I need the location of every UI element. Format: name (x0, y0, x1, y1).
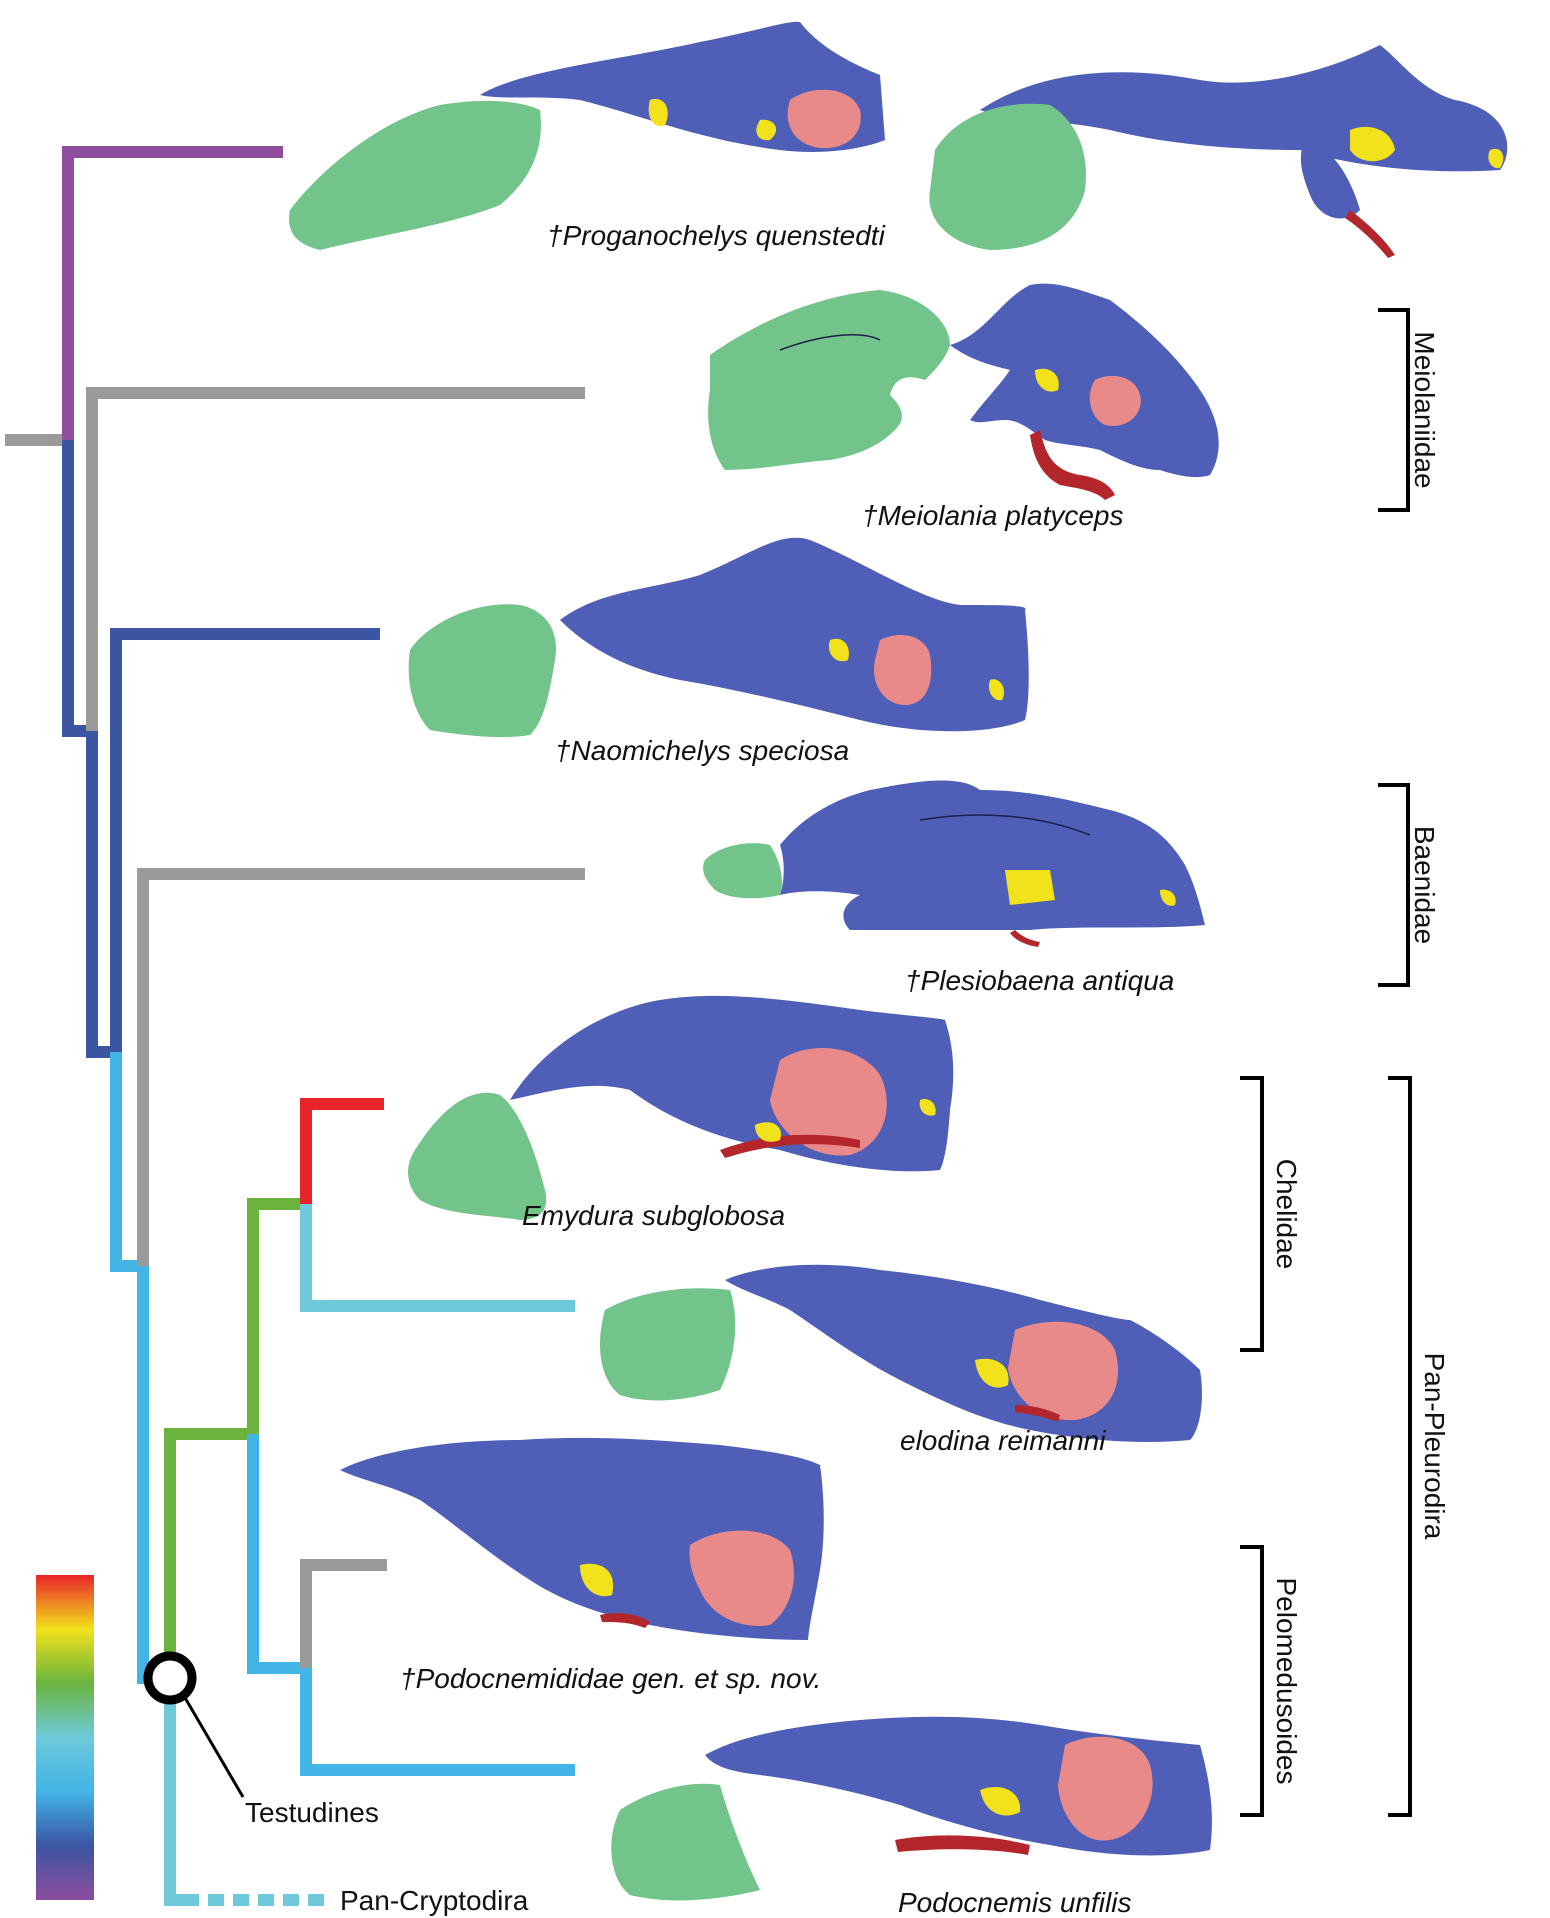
bracket-baenidae: Baenidae (1378, 783, 1440, 987)
specimen-naomichelys (408, 537, 1029, 738)
branch-podocnemidid (300, 1559, 387, 1668)
testudines-pointer (182, 1695, 245, 1798)
clade-baenidae: Baenidae (1409, 826, 1440, 944)
branch-podocnemis (300, 1668, 575, 1776)
bracket-pan-pleurodira: Pan-Pleurodira (1388, 1076, 1450, 1817)
clade-pan-pleurodira: Pan-Pleurodira (1419, 1353, 1450, 1540)
branch-core-turtles (62, 440, 92, 737)
specimen-plesiobaena (703, 780, 1205, 947)
bracket-meiolaniidae: Meiolaniidae (1378, 308, 1440, 512)
taxon-plesiobaena: †Plesiobaena antiqua (905, 965, 1174, 996)
branch-internal-a (86, 731, 116, 1058)
bracket-chelidae: Chelidae (1240, 1076, 1302, 1352)
testudines-node-circle (143, 1651, 197, 1705)
clade-meiolaniidae: Meiolaniidae (1409, 331, 1440, 488)
pan-cryptodira-label: Pan-Cryptodira (340, 1885, 529, 1916)
branch-meiolania (86, 387, 585, 731)
branch-pleurodira (164, 1198, 306, 1678)
phylogenetic-tree (5, 146, 585, 1906)
taxon-meiolania: †Meiolania platyceps (862, 500, 1124, 531)
color-scale-bar (36, 1575, 94, 1900)
testudines-node: Testudines (143, 1651, 379, 1828)
branch-naomichelys (110, 628, 380, 1052)
specimen-emydura (408, 995, 954, 1220)
clade-pelomedusoides: Pelomedusoides (1271, 1577, 1302, 1784)
branch-plesiobaena (137, 868, 585, 1266)
branch-elseya (300, 1204, 575, 1312)
clade-chelidae: Chelidae (1271, 1159, 1302, 1270)
specimen-elseya (600, 1264, 1202, 1442)
specimen-podocnemidid (340, 1437, 824, 1640)
branch-pelomedusoides (247, 1434, 306, 1674)
bracket-line-chelidae (1240, 1076, 1264, 1352)
branch-emydura (300, 1098, 384, 1204)
testudines-label: Testudines (245, 1797, 379, 1828)
taxon-emydura: Emydura subglobosa (522, 1200, 785, 1231)
taxon-podocnemis: Podocnemis unfilis (898, 1887, 1131, 1918)
specimen-proganochelys-right (929, 45, 1508, 258)
taxon-elseya: elodina reimanni (900, 1425, 1106, 1456)
specimen-meiolania (708, 283, 1219, 500)
branch-internal-b (110, 1052, 143, 1272)
taxon-proganochelys: †Proganochelys quenstedti (547, 220, 886, 251)
taxon-podocnemidid: †Podocnemididae gen. et sp. nov. (400, 1663, 821, 1694)
branch-pan-cryptodira (164, 1678, 183, 1906)
bracket-pelomedusoides: Pelomedusoides (1240, 1545, 1302, 1817)
specimen-podocnemis (611, 1716, 1212, 1901)
branch-proganochelys (62, 146, 283, 440)
taxon-naomichelys: †Naomichelys speciosa (555, 735, 849, 766)
bracket-line-pelomedusoides (1240, 1545, 1264, 1817)
specimen-proganochelys-left (289, 21, 885, 250)
